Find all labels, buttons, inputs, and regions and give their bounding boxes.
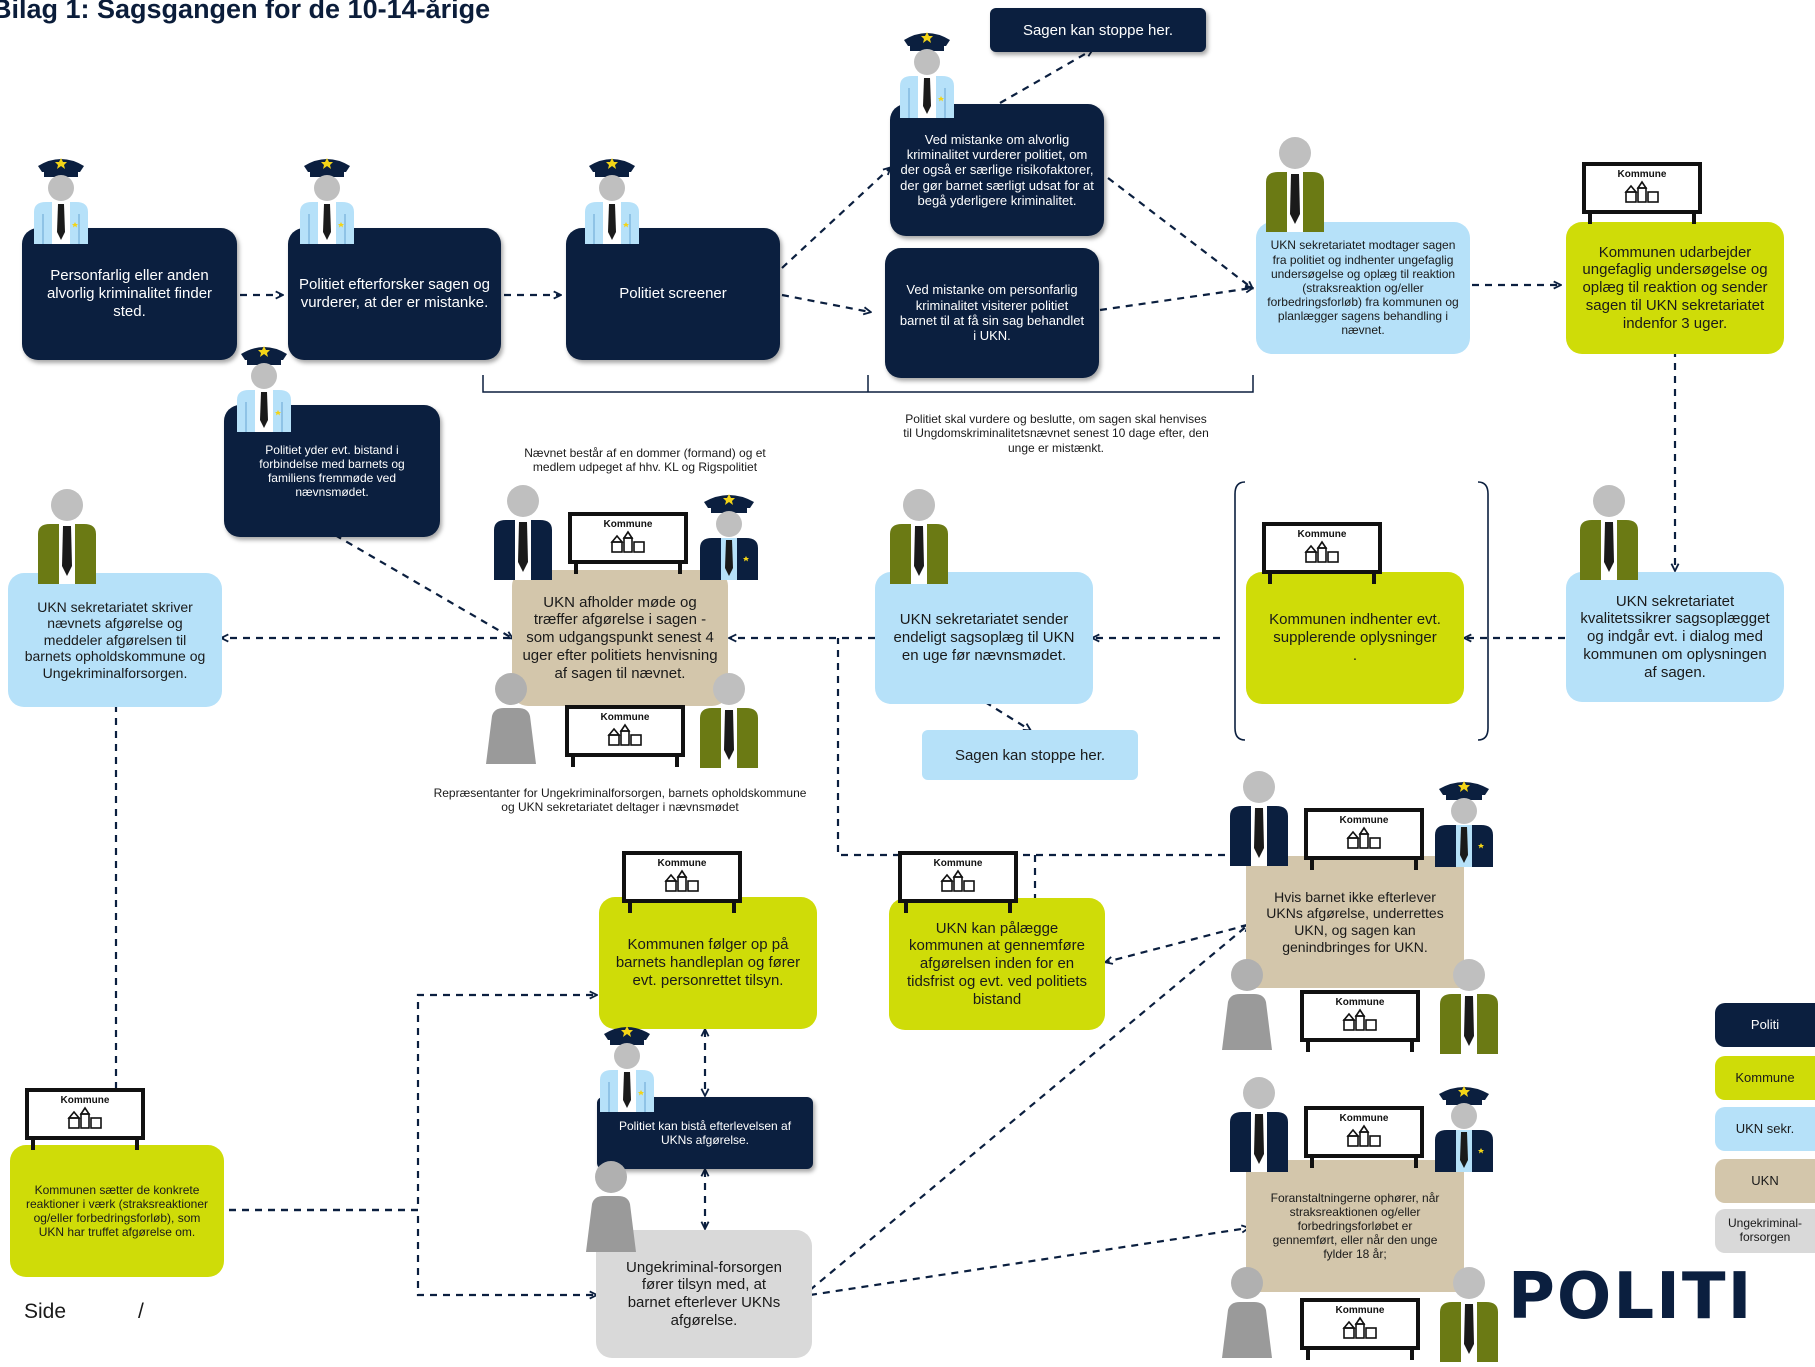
youth-worker-icon — [582, 1160, 640, 1257]
box-serious-crime: Ved mistanke om alvorlig kriminalitet vu… — [890, 104, 1104, 236]
svg-text:Kommune: Kommune — [61, 1095, 110, 1106]
arrow-ukn-sends-to-stop — [984, 701, 1030, 730]
box-stop-top: Sagen kan stoppe her. — [990, 8, 1206, 52]
ukn-secretary-icon — [1440, 1266, 1498, 1367]
box-kommune-launches: Kommunen sætter de konkrete reaktioner i… — [10, 1145, 224, 1277]
politi-logo: POLITI — [1508, 1260, 1754, 1334]
police-officer-icon — [898, 26, 956, 123]
box-ukn-quality: UKN sekretariatet kvalitetssikrer sagsop… — [1566, 572, 1784, 702]
youth-worker-icon — [1218, 958, 1276, 1055]
box-measures-end: Foranstaltningerne ophører, når straksre… — [1246, 1160, 1464, 1292]
svg-text:Kommune: Kommune — [934, 858, 983, 869]
svg-text:Kommune: Kommune — [604, 519, 653, 530]
arrow-launch-to-follow — [190, 995, 596, 1212]
town-hall-icon: Kommune — [1300, 1298, 1420, 1367]
arrow-screen-to-serious — [781, 168, 890, 269]
town-hall-icon: Kommune — [898, 851, 1018, 920]
svg-text:Kommune: Kommune — [658, 858, 707, 869]
town-hall-icon: Kommune — [565, 705, 685, 774]
arrow-serious-to-ukn — [1107, 177, 1252, 288]
legend-kommune: Kommune — [1715, 1056, 1815, 1100]
box-kommune-supplements: Kommunen indhenter evt. supplerende oply… — [1246, 572, 1464, 704]
police-officer-icon — [1435, 1080, 1493, 1177]
town-hall-icon: Kommune — [568, 512, 688, 581]
arrow-supervise-to-measures — [809, 1228, 1248, 1297]
town-hall-icon: Kommune — [622, 851, 742, 920]
box-ukn-orders: UKN kan pålægge kommunen at gennemføre a… — [889, 898, 1105, 1030]
arrow-assist-to-meeting — [334, 534, 512, 638]
page-title: Bilag 1: Sagsgangen for de 10-14-årige — [0, 0, 491, 24]
ukn-secretary-icon — [1440, 958, 1498, 1059]
judge-icon — [1230, 770, 1288, 871]
ukn-secretary-icon — [38, 488, 96, 589]
legend-politi: Politi — [1715, 1003, 1815, 1047]
town-hall-icon: Kommune — [1262, 522, 1382, 591]
box-police-investigates: Politiet efterforsker sagen og vurderer,… — [288, 228, 501, 360]
box-not-complying: Hvis barnet ikke efterlever UKNs afgørel… — [1246, 856, 1464, 988]
note-board-members: Nævnet består af en dommer (formand) og … — [524, 446, 766, 475]
arrow-serious-to-stop — [999, 50, 1092, 104]
judge-icon — [494, 484, 552, 585]
youth-worker-icon — [1218, 1266, 1276, 1363]
judge-icon — [1230, 1076, 1288, 1177]
ukn-secretary-icon — [890, 488, 948, 589]
police-officer-icon — [1435, 775, 1493, 872]
page-separator: / — [138, 1300, 144, 1323]
svg-text:Kommune: Kommune — [1298, 529, 1347, 540]
svg-text:Kommune: Kommune — [1336, 1305, 1385, 1316]
legend-ungekriminalforsorgen: Ungekriminal-forsorgen — [1715, 1209, 1815, 1253]
box-kommune-prepares: Kommunen udarbejder ungefaglig undersøge… — [1566, 222, 1784, 354]
police-officer-icon — [235, 340, 293, 437]
box-ukn-receives: UKN sekretariatet modtager sagen fra pol… — [1256, 222, 1470, 354]
police-officer-icon — [298, 152, 356, 249]
town-hall-icon: Kommune — [1300, 990, 1420, 1059]
note-police-deadline: Politiet skal vurdere og beslutte, om sa… — [903, 412, 1209, 455]
town-hall-icon: Kommune — [1304, 808, 1424, 877]
ukn-secretary-icon — [1580, 484, 1638, 585]
svg-text:Kommune: Kommune — [1340, 815, 1389, 826]
svg-text:Kommune: Kommune — [601, 712, 650, 723]
police-officer-icon — [598, 1020, 656, 1117]
frame-left — [1234, 481, 1246, 741]
legend-ukn: UKN — [1715, 1159, 1815, 1203]
town-hall-icon: Kommune — [25, 1088, 145, 1157]
youth-worker-icon — [482, 672, 540, 769]
arrow-personal-to-ukn — [1099, 288, 1252, 312]
arrow-supervise-to-notcomply — [809, 925, 1248, 1291]
svg-text:Kommune: Kommune — [1618, 169, 1667, 180]
frame-right — [1477, 481, 1489, 741]
police-officer-icon — [32, 152, 90, 249]
svg-text:Kommune: Kommune — [1336, 997, 1385, 1008]
box-stop-mid: Sagen kan stoppe her. — [922, 730, 1138, 780]
box-ukn-meeting: UKN afholder møde og træffer afgørelse i… — [512, 570, 728, 706]
box-personal-crime: Ved mistanke om personfarlig kriminalite… — [885, 248, 1099, 378]
box-police-screens: Politiet screener — [566, 228, 780, 360]
legend-ukn-sekr: UKN sekr. — [1715, 1107, 1815, 1151]
arrow-notcomply-to-orders — [1106, 923, 1249, 962]
svg-text:Kommune: Kommune — [1340, 1113, 1389, 1124]
box-crime-occurs: Personfarlig eller anden alvorlig krimin… — [22, 228, 237, 360]
police-officer-icon — [583, 152, 641, 249]
page-label: Side — [24, 1300, 67, 1323]
box-ukn-sends: UKN sekretariatet sender endeligt sagsop… — [875, 572, 1093, 704]
box-ukn-writes: UKN sekretariatet skriver nævnets afgøre… — [8, 573, 222, 707]
line-feedback-to-meeting — [836, 638, 1238, 857]
town-hall-icon: Kommune — [1304, 1106, 1424, 1175]
box-kommune-follows: Kommunen følger op på barnets handleplan… — [599, 897, 817, 1029]
police-officer-icon — [700, 488, 758, 585]
ukn-secretary-icon — [1266, 136, 1324, 237]
arrow-screen-to-personal — [781, 293, 870, 312]
town-hall-icon: Kommune — [1582, 162, 1702, 231]
note-representatives: Repræsentanter for Ungekriminalforsorgen… — [433, 786, 807, 815]
ukn-secretary-icon — [700, 672, 758, 773]
arrow-launch-to-supervise — [190, 1208, 596, 1295]
